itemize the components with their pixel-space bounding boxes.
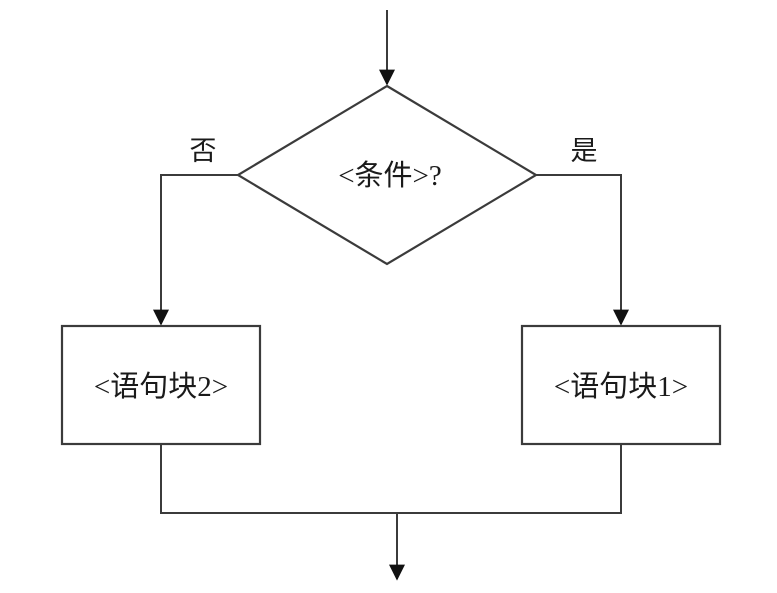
merge-connector (160, 444, 622, 514)
statement-block-2-box (60, 324, 262, 446)
no-branch-label: 否 (190, 136, 217, 166)
statement-block-2-label: <语句块2> (94, 370, 228, 403)
decision-diamond (235, 84, 539, 266)
decision-label: <条件>? (338, 159, 442, 192)
statement-block-1-label: <语句块1> (554, 370, 688, 403)
no-branch-connector (153, 174, 238, 326)
statement-block-1-box (520, 324, 722, 446)
yes-branch-connector (536, 174, 629, 326)
yes-branch-label: 是 (571, 136, 598, 166)
